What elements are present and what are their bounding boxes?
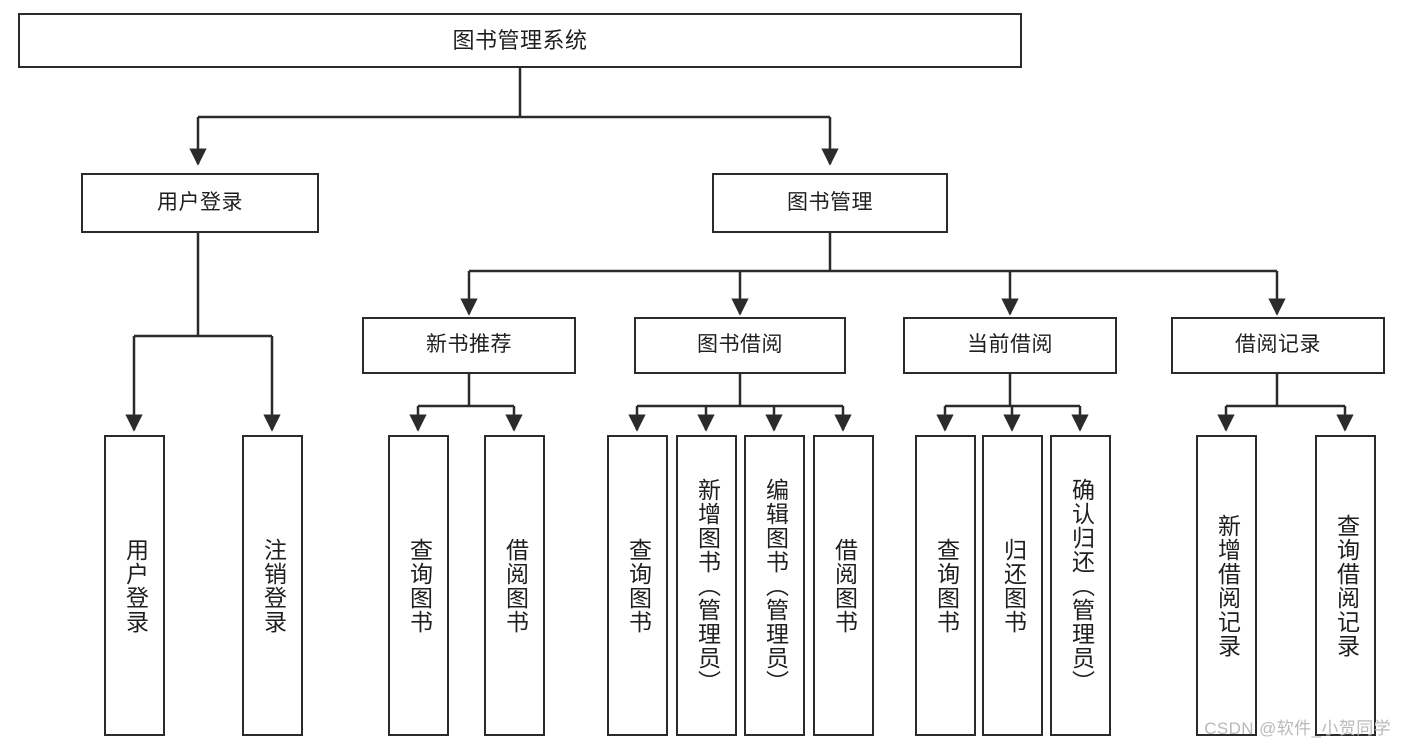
leaf-book-borrow-edit-book-admin[interactable]: 编辑图书（管理员） [744,435,805,736]
leaf-new-book-borrow-book[interactable]: 借阅图书 [484,435,545,736]
node-label: 新增图书（管理员） [694,477,721,694]
node-label: 借阅图书 [831,537,858,634]
node-label: 图书管理 [787,190,873,214]
node-label: 新书推荐 [426,333,512,357]
node-new-book-recommend[interactable]: 新书推荐 [362,317,576,374]
node-label: 注销登录 [260,537,287,634]
leaf-current-borrow-query-book[interactable]: 查询图书 [915,435,976,736]
node-label: 借阅记录 [1235,333,1321,357]
leaf-user-login-logout[interactable]: 注销登录 [242,435,303,736]
node-label: 图书借阅 [697,333,783,357]
leaf-book-borrow-borrow-book[interactable]: 借阅图书 [813,435,874,736]
node-label: 查询借阅记录 [1333,513,1360,658]
leaf-book-borrow-add-book-admin[interactable]: 新增图书（管理员） [676,435,737,736]
leaf-book-borrow-query-book[interactable]: 查询图书 [607,435,668,736]
node-user-login[interactable]: 用户登录 [81,173,319,233]
node-label: 当前借阅 [967,333,1053,357]
node-current-borrow[interactable]: 当前借阅 [903,317,1117,374]
leaf-borrow-record-add-record[interactable]: 新增借阅记录 [1196,435,1257,736]
node-label: 确认归还（管理员） [1068,477,1095,694]
node-label: 新增借阅记录 [1214,513,1241,658]
leaf-new-book-query-book[interactable]: 查询图书 [388,435,449,736]
node-borrow-record[interactable]: 借阅记录 [1171,317,1385,374]
leaf-current-borrow-confirm-return-admin[interactable]: 确认归还（管理员） [1050,435,1111,736]
node-label: 用户登录 [122,537,149,634]
node-book-management[interactable]: 图书管理 [712,173,948,233]
leaf-current-borrow-return-book[interactable]: 归还图书 [982,435,1043,736]
leaf-user-login-login[interactable]: 用户登录 [104,435,165,736]
node-root-book-management-system[interactable]: 图书管理系统 [18,13,1022,68]
leaf-borrow-record-query-record[interactable]: 查询借阅记录 [1315,435,1376,736]
node-label: 查询图书 [933,537,960,634]
node-label: 用户登录 [157,190,243,214]
node-label: 编辑图书（管理员） [762,477,789,694]
node-label: 图书管理系统 [452,27,588,53]
node-label: 借阅图书 [502,537,529,634]
node-label: 查询图书 [625,537,652,634]
csdn-watermark: CSDN @软件_小贺同学 [1204,719,1391,738]
node-label: 归还图书 [1000,537,1027,634]
node-label: 查询图书 [406,537,433,634]
node-book-borrow[interactable]: 图书借阅 [634,317,846,374]
